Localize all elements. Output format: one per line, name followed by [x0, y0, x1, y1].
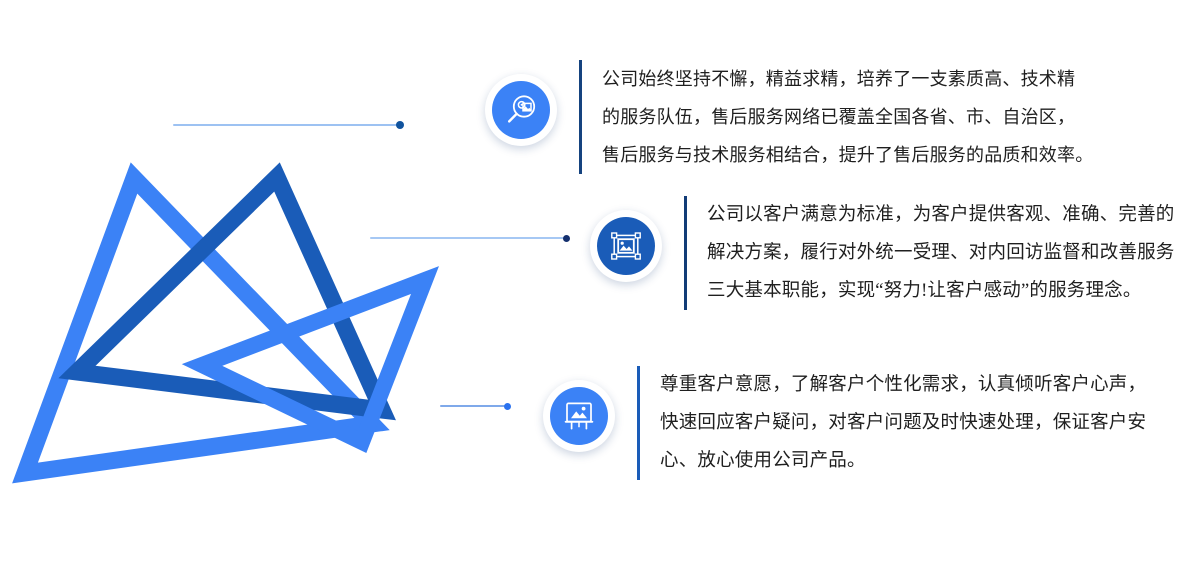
feature-text-line: 售后服务与技术服务相结合，提升了售后服务的品质和效率。	[602, 145, 1094, 165]
feature-row-customer-care: 尊重客户意愿，了解客户个性化需求，认真倾听客户心声， 快速回应客户疑问，对客户问…	[543, 366, 1146, 480]
feature-text-line: 公司始终坚持不懈，精益求精，培养了一支素质高、技术精	[602, 69, 1076, 89]
feature-text-line: 尊重客户意愿，了解客户个性化需求，认真倾听客户心声，	[660, 375, 1147, 395]
feature-text-line: 心、放心使用公司产品。	[660, 451, 866, 471]
icon-disc	[492, 81, 550, 139]
connector-dot-3	[504, 402, 511, 410]
icon-disc	[550, 387, 608, 445]
feature-row-customer-satisfaction: 公司以客户满意为标准，为客户提供客观、准确、完善的 解决方案，履行对外统一受理、…	[590, 196, 1175, 310]
connector-line-3-stroke	[440, 405, 505, 407]
light-blue-triangle	[12, 162, 390, 484]
feature-text-line: 三大基本职能，实现“努力!让客户感动”的服务理念。	[707, 281, 1142, 301]
connector-line-1	[173, 115, 404, 135]
connector-line-2-stroke	[370, 237, 564, 239]
easel-picture-icon	[564, 402, 594, 430]
feature-row-after-sales-service: 公司始终坚持不懈，精益求精，培养了一支素质高、技术精 的服务队伍，售后服务网络已…	[485, 60, 1093, 174]
feature-text-block-2: 公司以客户满意为标准，为客户提供客观、准确、完善的 解决方案，履行对外统一受理、…	[684, 196, 1175, 310]
feature-text-line: 快速回应客户疑问，对客户问题及时快速处理，保证客户安	[660, 413, 1147, 433]
magnifier-image-icon-badge	[485, 74, 557, 146]
connector-line-3	[440, 396, 511, 416]
feature-text-block-1: 公司始终坚持不懈，精益求精，培养了一支素质高、技术精 的服务队伍，售后服务网络已…	[579, 60, 1093, 174]
overlapping-triangles-artwork	[12, 162, 439, 484]
connector-line-2	[370, 228, 570, 248]
feature-text-line: 的服务队伍，售后服务网络已覆盖全国各省、市、自治区，	[602, 107, 1076, 127]
deep-blue-triangle	[58, 162, 396, 421]
magnifier-image-icon	[507, 95, 536, 123]
connector-dot-1	[396, 121, 404, 129]
feature-text-line: 公司以客户满意为标准，为客户提供客观、准确、完善的	[707, 205, 1175, 225]
feature-text-block-3: 尊重客户意愿，了解客户个性化需求，认真倾听客户心声， 快速回应客户疑问，对客户问…	[637, 366, 1146, 480]
second-light-blue-triangle	[181, 266, 439, 453]
feature-text-line: 解决方案，履行对外统一受理、对内回访监督和改善服务	[707, 243, 1175, 263]
icon-disc	[597, 217, 655, 275]
image-crop-handles-icon-badge	[590, 210, 662, 282]
image-crop-handles-icon	[611, 232, 641, 260]
easel-picture-icon-badge	[543, 380, 615, 452]
connector-dot-2	[563, 234, 570, 242]
connector-line-1-stroke	[173, 124, 397, 126]
